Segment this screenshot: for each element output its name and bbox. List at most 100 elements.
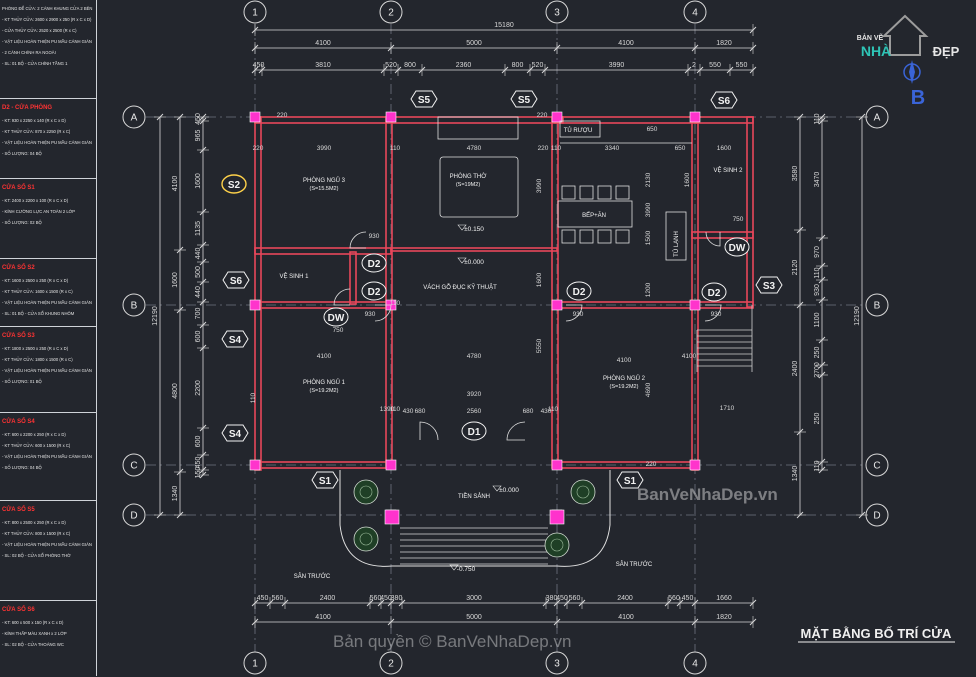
axis-label: 3 [554, 8, 560, 19]
axis-label: 4 [692, 8, 698, 19]
door-tag-frame [701, 282, 727, 302]
planter-tree [570, 479, 596, 505]
legend-line: - VẬT LIỆU HOÀN THIỆN PU MẦU CÁNH GIÁN [2, 140, 92, 145]
room-label: TIỀN SẢNH [458, 493, 490, 500]
planter-tree-inner [359, 532, 373, 546]
top-dim-label: 520 [385, 62, 397, 69]
structural-column [689, 299, 701, 311]
level-symbol [457, 224, 467, 231]
axis-label: 1 [252, 8, 258, 19]
window-tag-frame [710, 91, 738, 109]
bottom-dim-label: 560 [668, 595, 680, 602]
door-window-tag: S2 [228, 180, 241, 191]
legend-section: CỬA SỔ S5- KT: 800 x 2500 x 250 (R x C x… [0, 500, 96, 601]
right-dim-label: 110 [814, 267, 821, 278]
structural-column [689, 111, 701, 123]
bottom-dim-label: 380 [546, 595, 558, 602]
top-dim-label: 800 [512, 62, 524, 69]
left-dim-label: 150 [195, 467, 202, 479]
drawing-title: MẶT BẰNG BỐ TRÍ CỬA [801, 626, 952, 641]
legend-line: - KÍNH CƯỜNG LỰC AN TOÀN 2 LỚP [2, 209, 76, 214]
structural-column [385, 459, 397, 471]
porch-outline [339, 470, 611, 567]
room-label: TỦ RƯỢU [564, 127, 593, 134]
overall-height-label: 12190 [152, 306, 159, 326]
room-label: BẾP+ĂN [582, 212, 606, 219]
top-dim-label: 3990 [609, 62, 625, 69]
legend-section-title: CỬA SỔ S5 [2, 507, 35, 513]
room-label: TỦ LẠNH [673, 231, 680, 257]
legend-section-title: CỬA SỔ S2 [2, 265, 35, 271]
left-dim-label: 700 [195, 308, 202, 320]
interior-dim-label: 5550 [536, 338, 543, 353]
left-dim-label: 600 [195, 331, 202, 343]
interior-dim-label: 4100 [617, 357, 632, 364]
axis-bubble [545, 0, 569, 24]
top-dim-label: 4100 [618, 40, 634, 47]
room-area: (S=19.2M2) [610, 384, 639, 390]
legend-line: - KT: 600 x 2200 x 250 (R x C x D) [2, 432, 66, 437]
level-symbol [449, 564, 459, 571]
door-window-tag: D2 [708, 288, 721, 299]
legend-line: - SỐ LƯỢNG: 02 BỘ [2, 220, 42, 225]
legend-section-title: CỬA SỔ S6 [2, 607, 35, 613]
axis-bubble [122, 453, 146, 477]
door-window-tag: S3 [763, 281, 776, 292]
structural-column [385, 111, 397, 123]
wall [390, 247, 558, 252]
interior-dim-label: 1200 [645, 282, 652, 297]
right-dim-label: 2400 [792, 361, 799, 377]
door-window-tag: S5 [518, 95, 531, 106]
top-dim-label: 3810 [315, 62, 331, 69]
window-tag-frame [221, 424, 249, 442]
legend-line: - KT: 600 x 500 x 150 (R x C x D) [2, 620, 64, 625]
left-dim-label: 4800 [172, 383, 179, 399]
axis-label: B [874, 301, 881, 312]
dining-chair [579, 229, 594, 244]
left-dim-label: 4100 [172, 176, 179, 192]
top-dim-label: 450 [253, 62, 265, 69]
interior-dim-label: 220 [646, 461, 657, 468]
structural-column [551, 459, 563, 471]
door-window-tag: S6 [718, 96, 731, 107]
door-swing [506, 421, 526, 441]
wall [554, 116, 698, 124]
door-window-tag: S1 [319, 476, 332, 487]
structural-column [249, 459, 261, 471]
bottom-dim-label: 560 [272, 595, 284, 602]
left-dim-label: 965 [195, 130, 202, 142]
dining-chair [579, 185, 594, 200]
level-mark: ±0.000 [464, 259, 484, 266]
window-tag-frame [222, 271, 250, 289]
door-window-tag: DW [729, 243, 746, 254]
structural-column [689, 459, 701, 471]
interior-dim-label: 4690 [645, 382, 652, 397]
axis-bubble [683, 0, 707, 24]
interior-dim-label: 110 [390, 145, 401, 152]
window-tag-frame [311, 471, 339, 489]
legend-line: - VẬT LIỆU HOÀN THIỆN PU MẦU CÁNH GIÁN [2, 300, 92, 305]
watermark-main: BanVeNhaDep.vn [637, 485, 778, 504]
interior-dim-label: 4100 [317, 353, 332, 360]
bottom-dim-label: 2400 [320, 595, 336, 602]
interior-dim-label: 430 [403, 408, 414, 415]
door-window-tag: D2 [368, 259, 381, 270]
bottom-dim-label: 560 [370, 595, 382, 602]
logo-text-main: ĐẸP [933, 44, 960, 59]
interior-dim-label: 110 [548, 406, 559, 413]
compass-letter: B [911, 87, 925, 109]
door-swing [704, 304, 722, 322]
door-tag-frame [361, 253, 387, 273]
legend-line: - VẬT LIỆU HOÀN THIỆN PU MẦU CÁNH GIÁN [2, 39, 92, 44]
wall [254, 116, 564, 124]
legend-line: - KT THỦY CỬA: 800 x 1500 (R x C) [2, 531, 71, 536]
axis-label: 3 [554, 659, 560, 670]
planter-tree [353, 526, 379, 552]
legend-line: - KT: 2400 x 2200 x 100 (R x C x D) [2, 198, 69, 203]
window-tag-frame [616, 471, 644, 489]
axis-label: 1 [252, 659, 258, 670]
legend-line: - KT: 1800 x 2500 x 250 (R x C x D) [2, 346, 69, 351]
room-label: PHÒNG NGỦ 2 [603, 375, 646, 382]
interior-dim-label: 1390 [380, 406, 395, 413]
